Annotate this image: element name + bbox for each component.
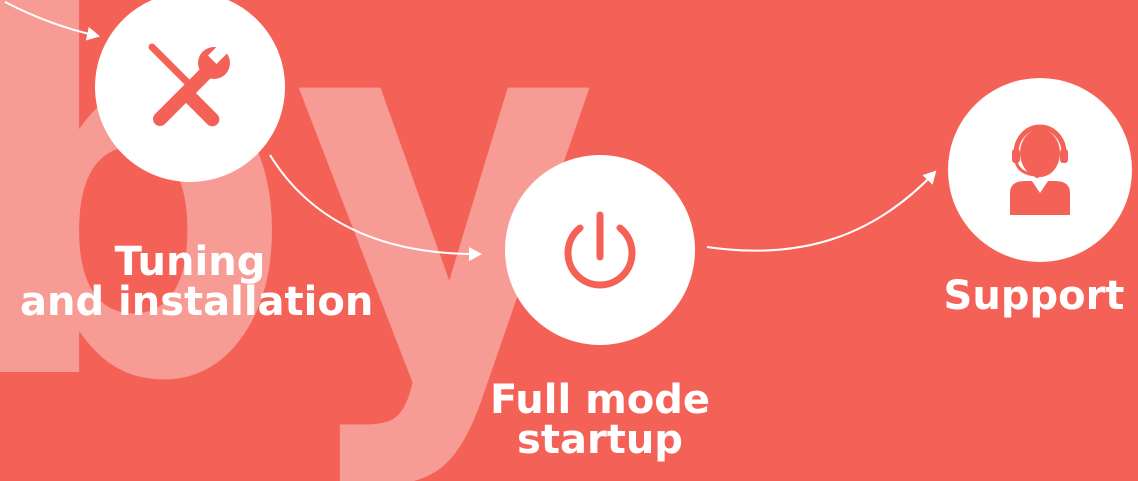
step-support-label: Support: [930, 276, 1138, 316]
step-startup-label-line-2: startup: [517, 417, 683, 463]
support-agent-icon: [1010, 124, 1070, 215]
step-startup-label-line-1: Full mode: [489, 377, 711, 423]
arrow-startup-to-support: [706, 170, 937, 252]
step-tuning-circle[interactable]: [95, 0, 285, 182]
step-support-label-line-1: Support: [943, 273, 1125, 319]
wrench-screwdriver-icon: [148, 39, 233, 127]
arrow-tuning-to-startup: [269, 154, 482, 262]
step-startup-circle[interactable]: [505, 155, 695, 345]
step-tuning-label-line-1: Tuning: [114, 239, 266, 285]
power-icon: [564, 211, 636, 289]
step-tuning-label-line-2: and installation: [20, 279, 374, 325]
step-startup-label: Full mode startup: [450, 380, 750, 460]
step-tuning-label: Tuning and installation: [20, 239, 374, 325]
arrow-into-tuning: [4, 1, 100, 41]
step-support-circle[interactable]: [948, 78, 1132, 262]
